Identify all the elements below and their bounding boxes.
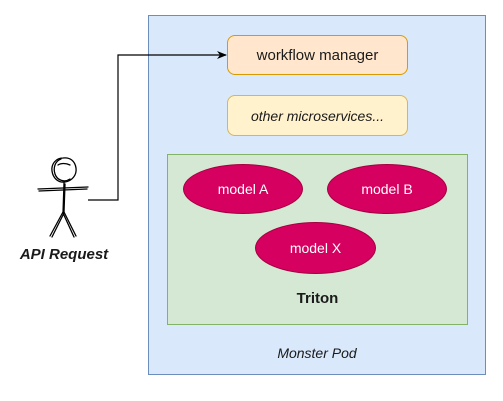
other-microservices-label: other microservices... [250, 107, 385, 124]
workflow-manager-box[interactable]: workflow manager [227, 35, 408, 75]
model-a-label: model A [217, 181, 269, 197]
other-microservices-box[interactable]: other microservices... [227, 95, 408, 136]
api-request-label: API Request [19, 246, 109, 263]
workflow-manager-label: workflow manager [256, 46, 379, 64]
stick-figure-icon [37, 157, 89, 238]
model-b-label: model B [361, 181, 413, 197]
monster-pod-label: Monster Pod [277, 345, 357, 361]
model-a-node[interactable]: model A [183, 164, 303, 214]
model-b-node[interactable]: model B [327, 164, 447, 214]
model-x-label: model X [289, 240, 342, 256]
model-x-node[interactable]: model X [255, 222, 376, 274]
triton-label: Triton [296, 290, 339, 307]
